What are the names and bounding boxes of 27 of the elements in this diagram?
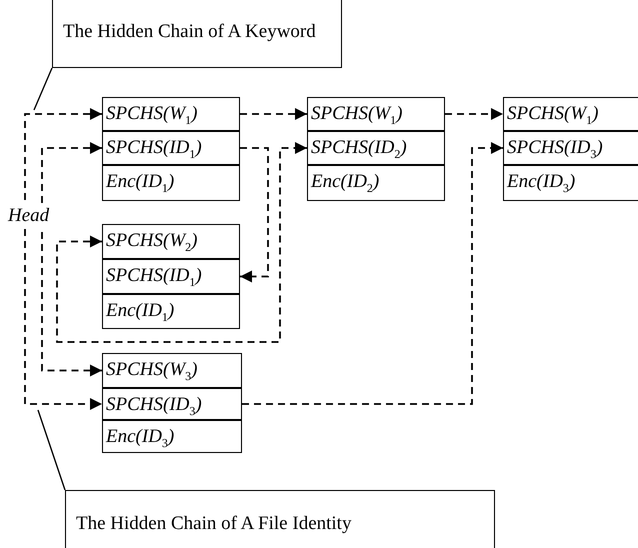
record-field: SPCHS(ID$_{1}$) [102,259,240,294]
record-field: Enc(ID$_{1}$) [102,165,240,201]
callout-box: The Hidden Chain of A File Identity [65,490,495,548]
dashed-arrow [242,142,503,405]
record-field: SPCHS(W$_{1}$) [102,97,240,131]
record-field: Enc(ID$_{2}$) [307,165,445,201]
record-field: SPCHS(ID$_{3}$) [102,388,242,420]
dashed-arrow [41,142,102,376]
record-field: Enc(ID$_{1}$) [102,294,240,329]
leader-line [33,68,53,110]
callout-box: The Hidden Chain of A Keyword [52,0,342,68]
record-field: Enc(ID$_{3}$) [102,420,242,453]
dashed-arrow [240,108,307,120]
record-field: SPCHS(W$_{2}$) [102,224,240,259]
leader-line [37,410,66,490]
record-field: SPCHS(W$_{1}$) [503,97,638,131]
head-label: Head [8,205,50,227]
dashed-arrow [56,142,307,343]
record-field: SPCHS(ID$_{3}$) [503,131,638,165]
dashed-arrow [445,108,503,120]
dashed-arrow [24,108,102,410]
record-field: SPCHS(W$_{1}$) [307,97,445,131]
record-field: Enc(ID$_{3}$) [503,165,638,201]
record-field: SPCHS(ID$_{1}$) [102,131,240,165]
record-field: SPCHS(ID$_{2}$) [307,131,445,165]
dashed-arrow [240,147,269,282]
record-field: SPCHS(W$_{3}$) [102,353,242,388]
